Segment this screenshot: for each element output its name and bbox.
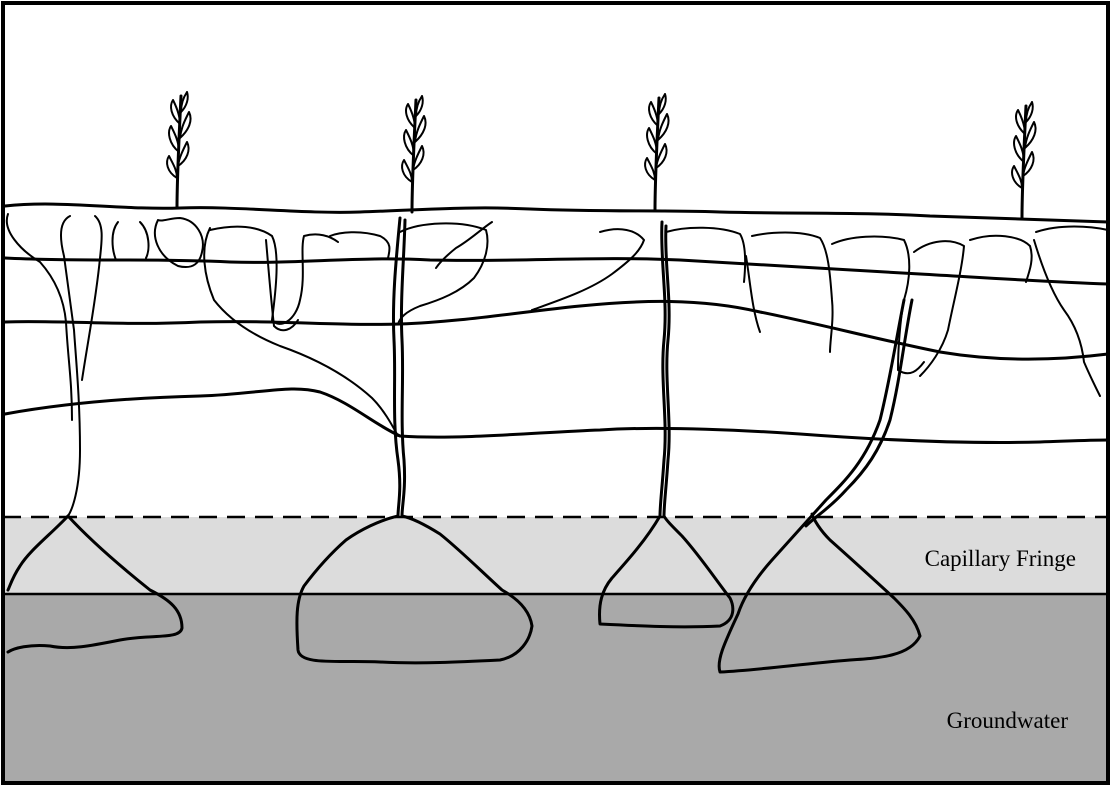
plant-3	[645, 94, 668, 210]
plant-2	[402, 96, 425, 212]
capillary-fringe-label: Capillary Fringe	[925, 546, 1076, 571]
soil-layer-boundary-2	[5, 301, 1108, 359]
groundwater-label: Groundwater	[947, 708, 1069, 733]
plant-1	[167, 92, 190, 208]
groundwater-zone	[3, 594, 1108, 783]
plant-4	[1012, 102, 1035, 218]
plants	[167, 92, 1035, 218]
soil-layer-boundary-3	[5, 389, 1108, 443]
